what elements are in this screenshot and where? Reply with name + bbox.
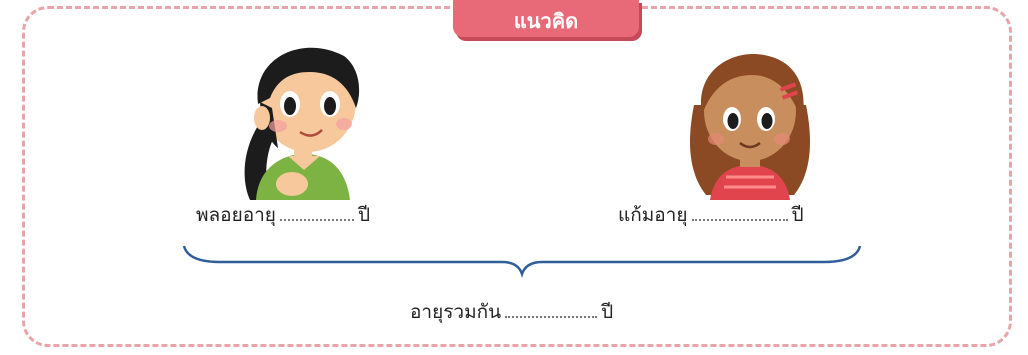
ploy-age-label: พลอยอายุ	[196, 204, 276, 226]
total-age-line: อายุรวมกัน ปี	[410, 303, 613, 322]
section-title: แนวคิด	[513, 9, 579, 33]
title-tab: แนวคิด	[453, 0, 639, 37]
ploy-age-unit: ปี	[357, 204, 370, 226]
kaem-age-line: แก้มอายุ ปี	[618, 206, 804, 225]
ploy-age-line: พลอยอายุ ปี	[196, 206, 370, 225]
girl-kaem-illustration	[690, 53, 810, 200]
dashed-frame: แนวคิด	[22, 0, 1012, 347]
kaem-age-label: แก้มอายุ	[618, 204, 688, 226]
total-age-blank	[505, 316, 598, 318]
total-age-unit: ปี	[601, 301, 614, 323]
kaem-age-blank	[691, 219, 788, 221]
curly-brace	[182, 245, 862, 278]
kaem-age-unit: ปี	[791, 204, 804, 226]
girl-ploy-illustration	[244, 47, 360, 200]
total-age-label: อายุรวมกัน	[410, 301, 502, 323]
ploy-age-blank	[279, 219, 354, 221]
